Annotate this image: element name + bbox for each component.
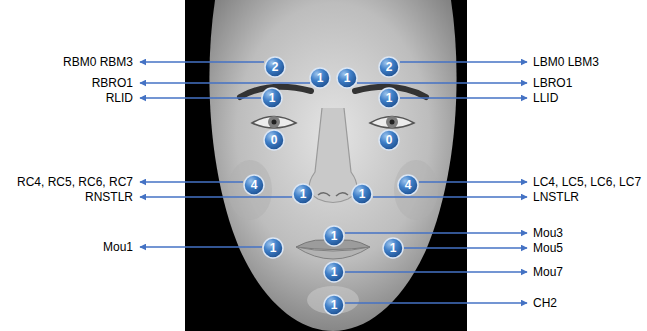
callout-circle: 0 — [378, 129, 400, 151]
iris — [386, 116, 398, 128]
callout-circle: 4 — [243, 174, 265, 196]
callout-ball — [310, 68, 330, 88]
callout-circle: 1 — [351, 183, 373, 205]
pupil — [390, 120, 395, 125]
callout-ball — [293, 184, 313, 204]
callout-circle: 2 — [264, 56, 286, 78]
callout-circle: 1 — [382, 237, 404, 259]
callout-circle: 4 — [397, 174, 419, 196]
callout-circle: 1 — [336, 67, 358, 89]
callout-circle: 2 — [378, 56, 400, 78]
part-label: LC4, LC5, LC6, LC7 — [533, 175, 641, 189]
leader-arrow — [357, 82, 527, 84]
callout-number: 1 — [262, 237, 284, 259]
leader-arrow — [400, 97, 527, 99]
callout-ball — [244, 175, 264, 195]
leader-arrow — [140, 82, 310, 84]
part-label: RLID — [106, 91, 133, 105]
eye — [252, 117, 296, 129]
callout-number: 0 — [263, 129, 285, 151]
leader-arrow — [140, 181, 243, 183]
callout-ball — [337, 68, 357, 88]
leader-arrow — [140, 246, 262, 248]
callout-ball — [398, 175, 418, 195]
callout-circle: 1 — [309, 67, 331, 89]
callout-circle: 0 — [263, 129, 285, 151]
leader-arrow — [404, 247, 527, 249]
part-label: LBM0 LBM3 — [533, 55, 599, 69]
callout-number: 2 — [264, 56, 286, 78]
leader-arrow — [345, 232, 527, 234]
part-label: LBRO1 — [533, 76, 572, 90]
iris — [268, 116, 280, 128]
callout-circle: 1 — [262, 237, 284, 259]
callout-number: 2 — [378, 56, 400, 78]
part-label: LNSTLR — [533, 190, 579, 204]
head-shape — [209, 0, 456, 331]
callout-ball — [324, 295, 344, 315]
part-label: Mou7 — [533, 265, 563, 279]
part-label: Mou3 — [533, 226, 563, 240]
leader-arrow — [373, 196, 527, 198]
callout-ball — [265, 57, 285, 77]
part-label: Mou1 — [103, 240, 133, 254]
callout-number: 4 — [397, 174, 419, 196]
pupil — [272, 120, 277, 125]
callout-number: 1 — [378, 87, 400, 109]
part-label: LLID — [533, 91, 558, 105]
leader-arrow — [140, 196, 292, 198]
callout-ball — [379, 57, 399, 77]
callout-number: 4 — [243, 174, 265, 196]
nose — [309, 108, 357, 203]
callout-ball — [379, 130, 399, 150]
callout-circle: 1 — [292, 183, 314, 205]
leader-arrow — [345, 271, 527, 273]
callout-number: 1 — [323, 225, 345, 247]
lower-lip — [296, 247, 370, 259]
part-label: RBM0 RBM3 — [63, 55, 133, 69]
callout-number: 0 — [378, 129, 400, 151]
part-label: RNSTLR — [85, 190, 133, 204]
callout-number: 1 — [261, 87, 283, 109]
leader-arrow — [140, 97, 261, 99]
callout-circle: 1 — [323, 225, 345, 247]
part-label: RC4, RC5, RC6, RC7 — [17, 175, 133, 189]
callout-ball — [264, 130, 284, 150]
callout-ball — [352, 184, 372, 204]
callout-number: 1 — [323, 261, 345, 283]
callout-ball — [324, 262, 344, 282]
backdrop — [185, 0, 467, 331]
callout-number: 1 — [323, 294, 345, 316]
nostrils — [318, 193, 348, 196]
callout-ball — [379, 88, 399, 108]
leader-arrow — [140, 61, 264, 63]
callout-ball — [262, 88, 282, 108]
leader-arrow — [400, 61, 527, 63]
part-label: Mou5 — [533, 241, 563, 255]
callout-number: 1 — [309, 67, 331, 89]
callout-circle: 1 — [378, 87, 400, 109]
callout-number: 1 — [382, 237, 404, 259]
callout-number: 1 — [336, 67, 358, 89]
callout-circle: 1 — [323, 261, 345, 283]
callout-ball — [263, 238, 283, 258]
callout-circle: 1 — [261, 87, 283, 109]
leader-arrow — [419, 181, 527, 183]
part-label: RBRO1 — [92, 76, 133, 90]
callout-number: 1 — [292, 183, 314, 205]
eye — [370, 117, 414, 129]
part-label: CH2 — [533, 296, 557, 310]
callout-ball — [383, 238, 403, 258]
callout-circle: 1 — [323, 294, 345, 316]
callout-number: 1 — [351, 183, 373, 205]
cheek-shade — [394, 160, 438, 220]
callout-ball — [324, 226, 344, 246]
leader-arrow — [345, 302, 527, 304]
cheek-shade — [228, 160, 272, 220]
